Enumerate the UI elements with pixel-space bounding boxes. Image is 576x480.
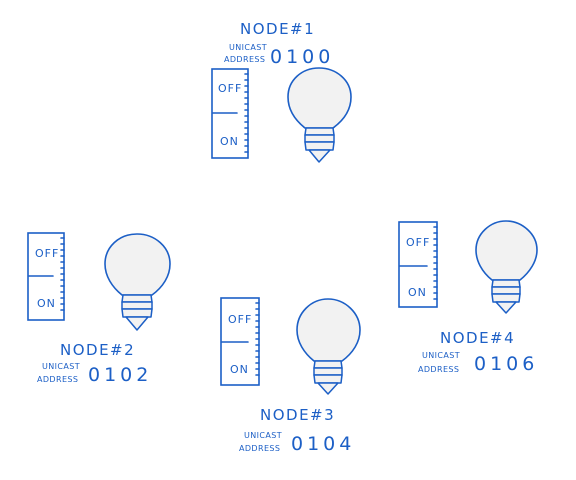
node-3-switch[interactable]: OFF ON [220, 297, 260, 386]
node-4-address-value: 0106 [474, 353, 538, 375]
node-4: OFF ON NODE#4 UNICAST ADDRESS 0106 [398, 220, 538, 375]
node-1-switch-off-label: OFF [218, 82, 242, 95]
node-3-address-value: 0104 [291, 433, 355, 455]
node-3-address-label: ADDRESS [239, 444, 280, 453]
node-3-bulb-icon [296, 298, 361, 395]
node-1-address-label: ADDRESS [224, 55, 265, 64]
node-1-address-value: 0100 [270, 46, 334, 68]
node-3-switch-off-label: OFF [228, 313, 252, 326]
node-4-unicast-label: UNICAST [422, 351, 460, 360]
node-1-switch-on-label: ON [220, 135, 239, 148]
node-2-unicast-label: UNICAST [42, 362, 80, 371]
node-3-unicast-label: UNICAST [244, 431, 282, 440]
node-3-switch-on-label: ON [230, 363, 249, 376]
node-2-switch[interactable]: OFF ON [27, 232, 65, 321]
node-4-bulb-icon [475, 220, 538, 314]
node-4-address-label: ADDRESS [418, 365, 459, 374]
node-1-unicast-label: UNICAST [229, 43, 267, 52]
node-2-address-value: 0102 [88, 364, 152, 386]
node-1: NODE#1 UNICAST ADDRESS 0100 OFF ON [211, 20, 352, 163]
node-4-switch-off-label: OFF [406, 236, 430, 249]
node-3: OFF ON NODE#3 UNICAST ADDRESS 0104 [220, 297, 361, 455]
node-3-title: NODE#3 [260, 406, 335, 424]
node-2: OFF ON NODE#2 UNICAST ADDRESS 0102 [27, 232, 171, 386]
node-2-address-label: ADDRESS [37, 375, 78, 384]
node-1-title: NODE#1 [240, 20, 315, 38]
node-2-switch-off-label: OFF [35, 247, 59, 260]
node-1-bulb-icon [287, 67, 352, 163]
node-1-switch[interactable]: OFF ON [211, 68, 249, 159]
node-2-title: NODE#2 [60, 341, 135, 359]
node-2-bulb-icon [104, 233, 171, 331]
node-4-switch-on-label: ON [408, 286, 427, 299]
node-4-switch[interactable]: OFF ON [398, 221, 438, 308]
node-4-title: NODE#4 [440, 329, 515, 347]
node-2-switch-on-label: ON [37, 297, 56, 310]
